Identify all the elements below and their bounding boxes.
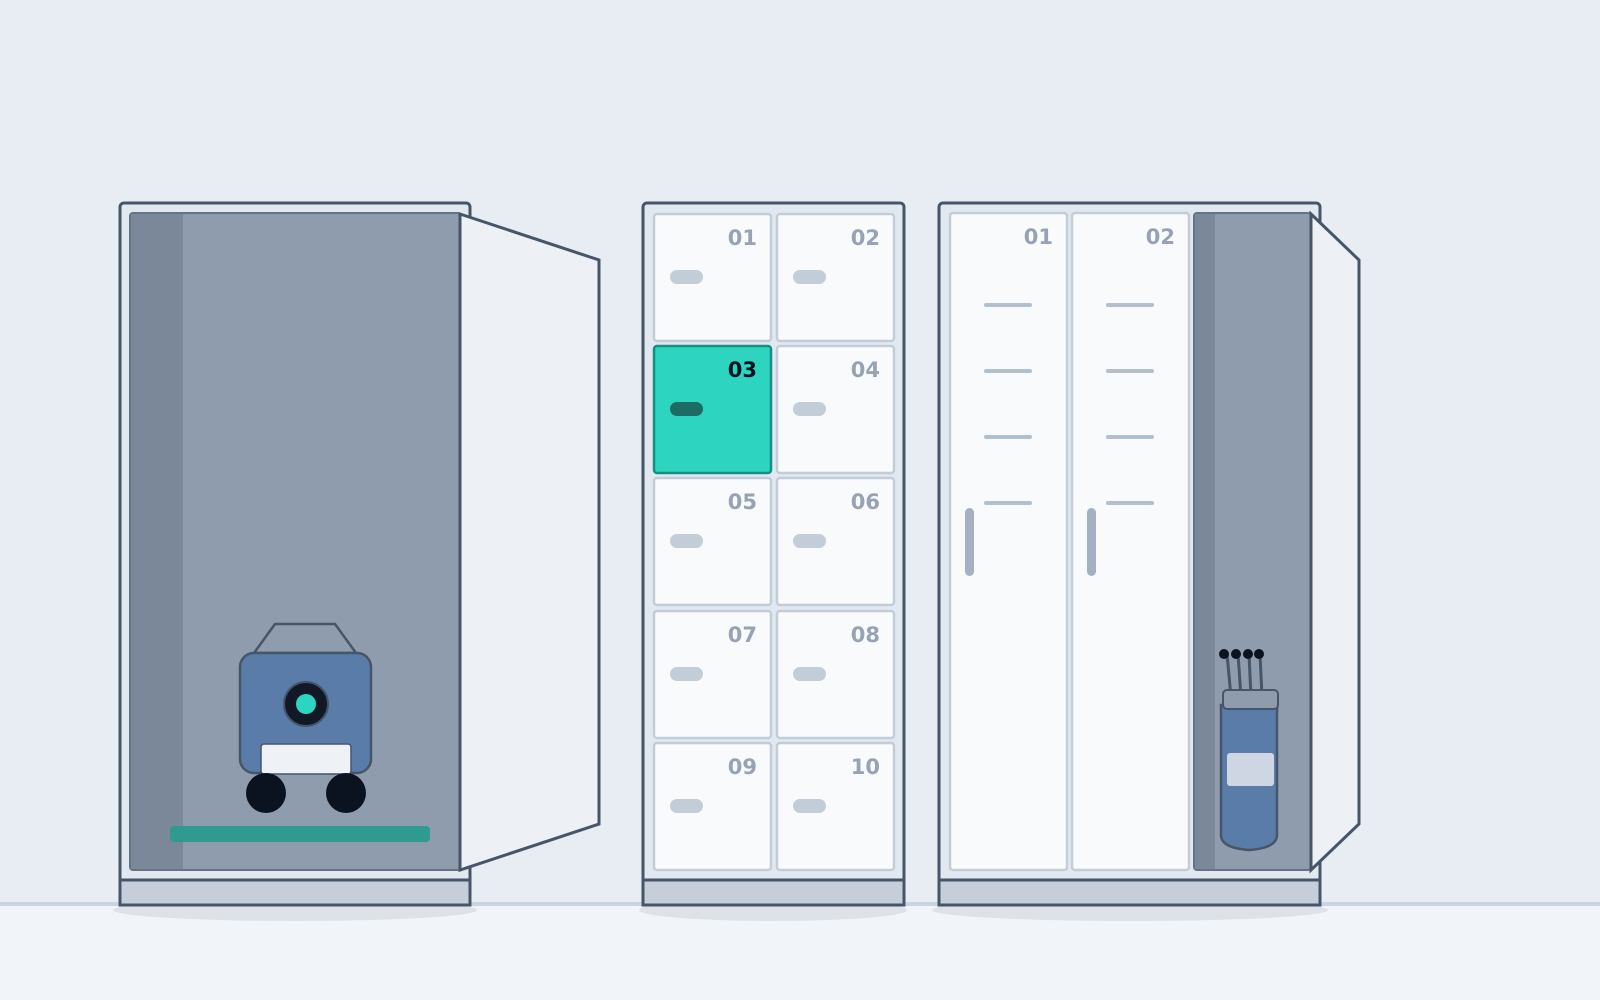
locker-door	[775, 609, 896, 740]
cabinet-base	[641, 878, 906, 907]
locker-handle	[793, 799, 826, 813]
locker-handle	[793, 270, 826, 284]
locker-05[interactable]: 05	[652, 476, 773, 607]
locker-handle	[793, 534, 826, 548]
cabinet-tall: 01 02	[937, 201, 1361, 907]
robot-icon	[238, 622, 373, 813]
locker-handle	[793, 402, 826, 416]
locker-handle	[1087, 508, 1096, 576]
locker-10[interactable]: 10	[775, 741, 896, 872]
locker-handle	[965, 508, 974, 576]
golf-bag-icon	[1219, 649, 1279, 852]
tall-locker-02[interactable]: 02	[1070, 211, 1191, 872]
locker-number: 01	[1024, 225, 1053, 249]
locker-number: 02	[1146, 225, 1175, 249]
locker-number: 07	[728, 623, 757, 647]
tall-locker-01[interactable]: 01	[948, 211, 1069, 872]
locker-number: 06	[851, 490, 880, 514]
interior-side-shadow	[131, 214, 183, 869]
locker-handle	[793, 667, 826, 681]
locker-number: 02	[851, 226, 880, 250]
locker-door	[652, 476, 773, 607]
locker-door	[652, 609, 773, 740]
locker-handle	[670, 534, 703, 548]
cabinet-base	[937, 878, 1322, 907]
locker-09[interactable]: 09	[652, 741, 773, 872]
cabinet-grid: 01 02 03 04 05 06 07 08 09 10	[641, 201, 906, 907]
locker-handle	[670, 667, 703, 681]
open-door[interactable]	[1309, 210, 1361, 874]
locker-door	[652, 741, 773, 872]
locker-door	[652, 212, 773, 343]
floor-strip	[170, 826, 430, 842]
locker-06[interactable]: 06	[775, 476, 896, 607]
locker-number: 09	[728, 755, 757, 779]
locker-07[interactable]: 07	[652, 609, 773, 740]
locker-door	[775, 741, 896, 872]
locker-03[interactable]: 03	[652, 344, 773, 475]
locker-handle	[670, 799, 703, 813]
cabinet-open[interactable]	[118, 201, 601, 907]
locker-number: 03	[728, 358, 757, 382]
locker-handle	[670, 402, 703, 416]
locker-door	[775, 476, 896, 607]
locker-door	[652, 344, 773, 475]
locker-number: 05	[728, 490, 757, 514]
locker-01[interactable]: 01	[652, 212, 773, 343]
interior-side-shadow	[1195, 214, 1215, 869]
locker-number: 10	[851, 755, 880, 779]
locker-number: 04	[851, 358, 880, 382]
locker-number: 08	[851, 623, 880, 647]
locker-door	[775, 344, 896, 475]
open-compartment[interactable]	[1193, 210, 1361, 874]
locker-door	[948, 211, 1069, 872]
locker-door	[1070, 211, 1191, 872]
locker-08[interactable]: 08	[775, 609, 896, 740]
locker-handle	[670, 270, 703, 284]
locker-number: 01	[728, 226, 757, 250]
locker-door	[775, 212, 896, 343]
open-door[interactable]	[458, 211, 601, 873]
locker-02[interactable]: 02	[775, 212, 896, 343]
cabinet-base	[118, 878, 472, 907]
locker-04[interactable]: 04	[775, 344, 896, 475]
